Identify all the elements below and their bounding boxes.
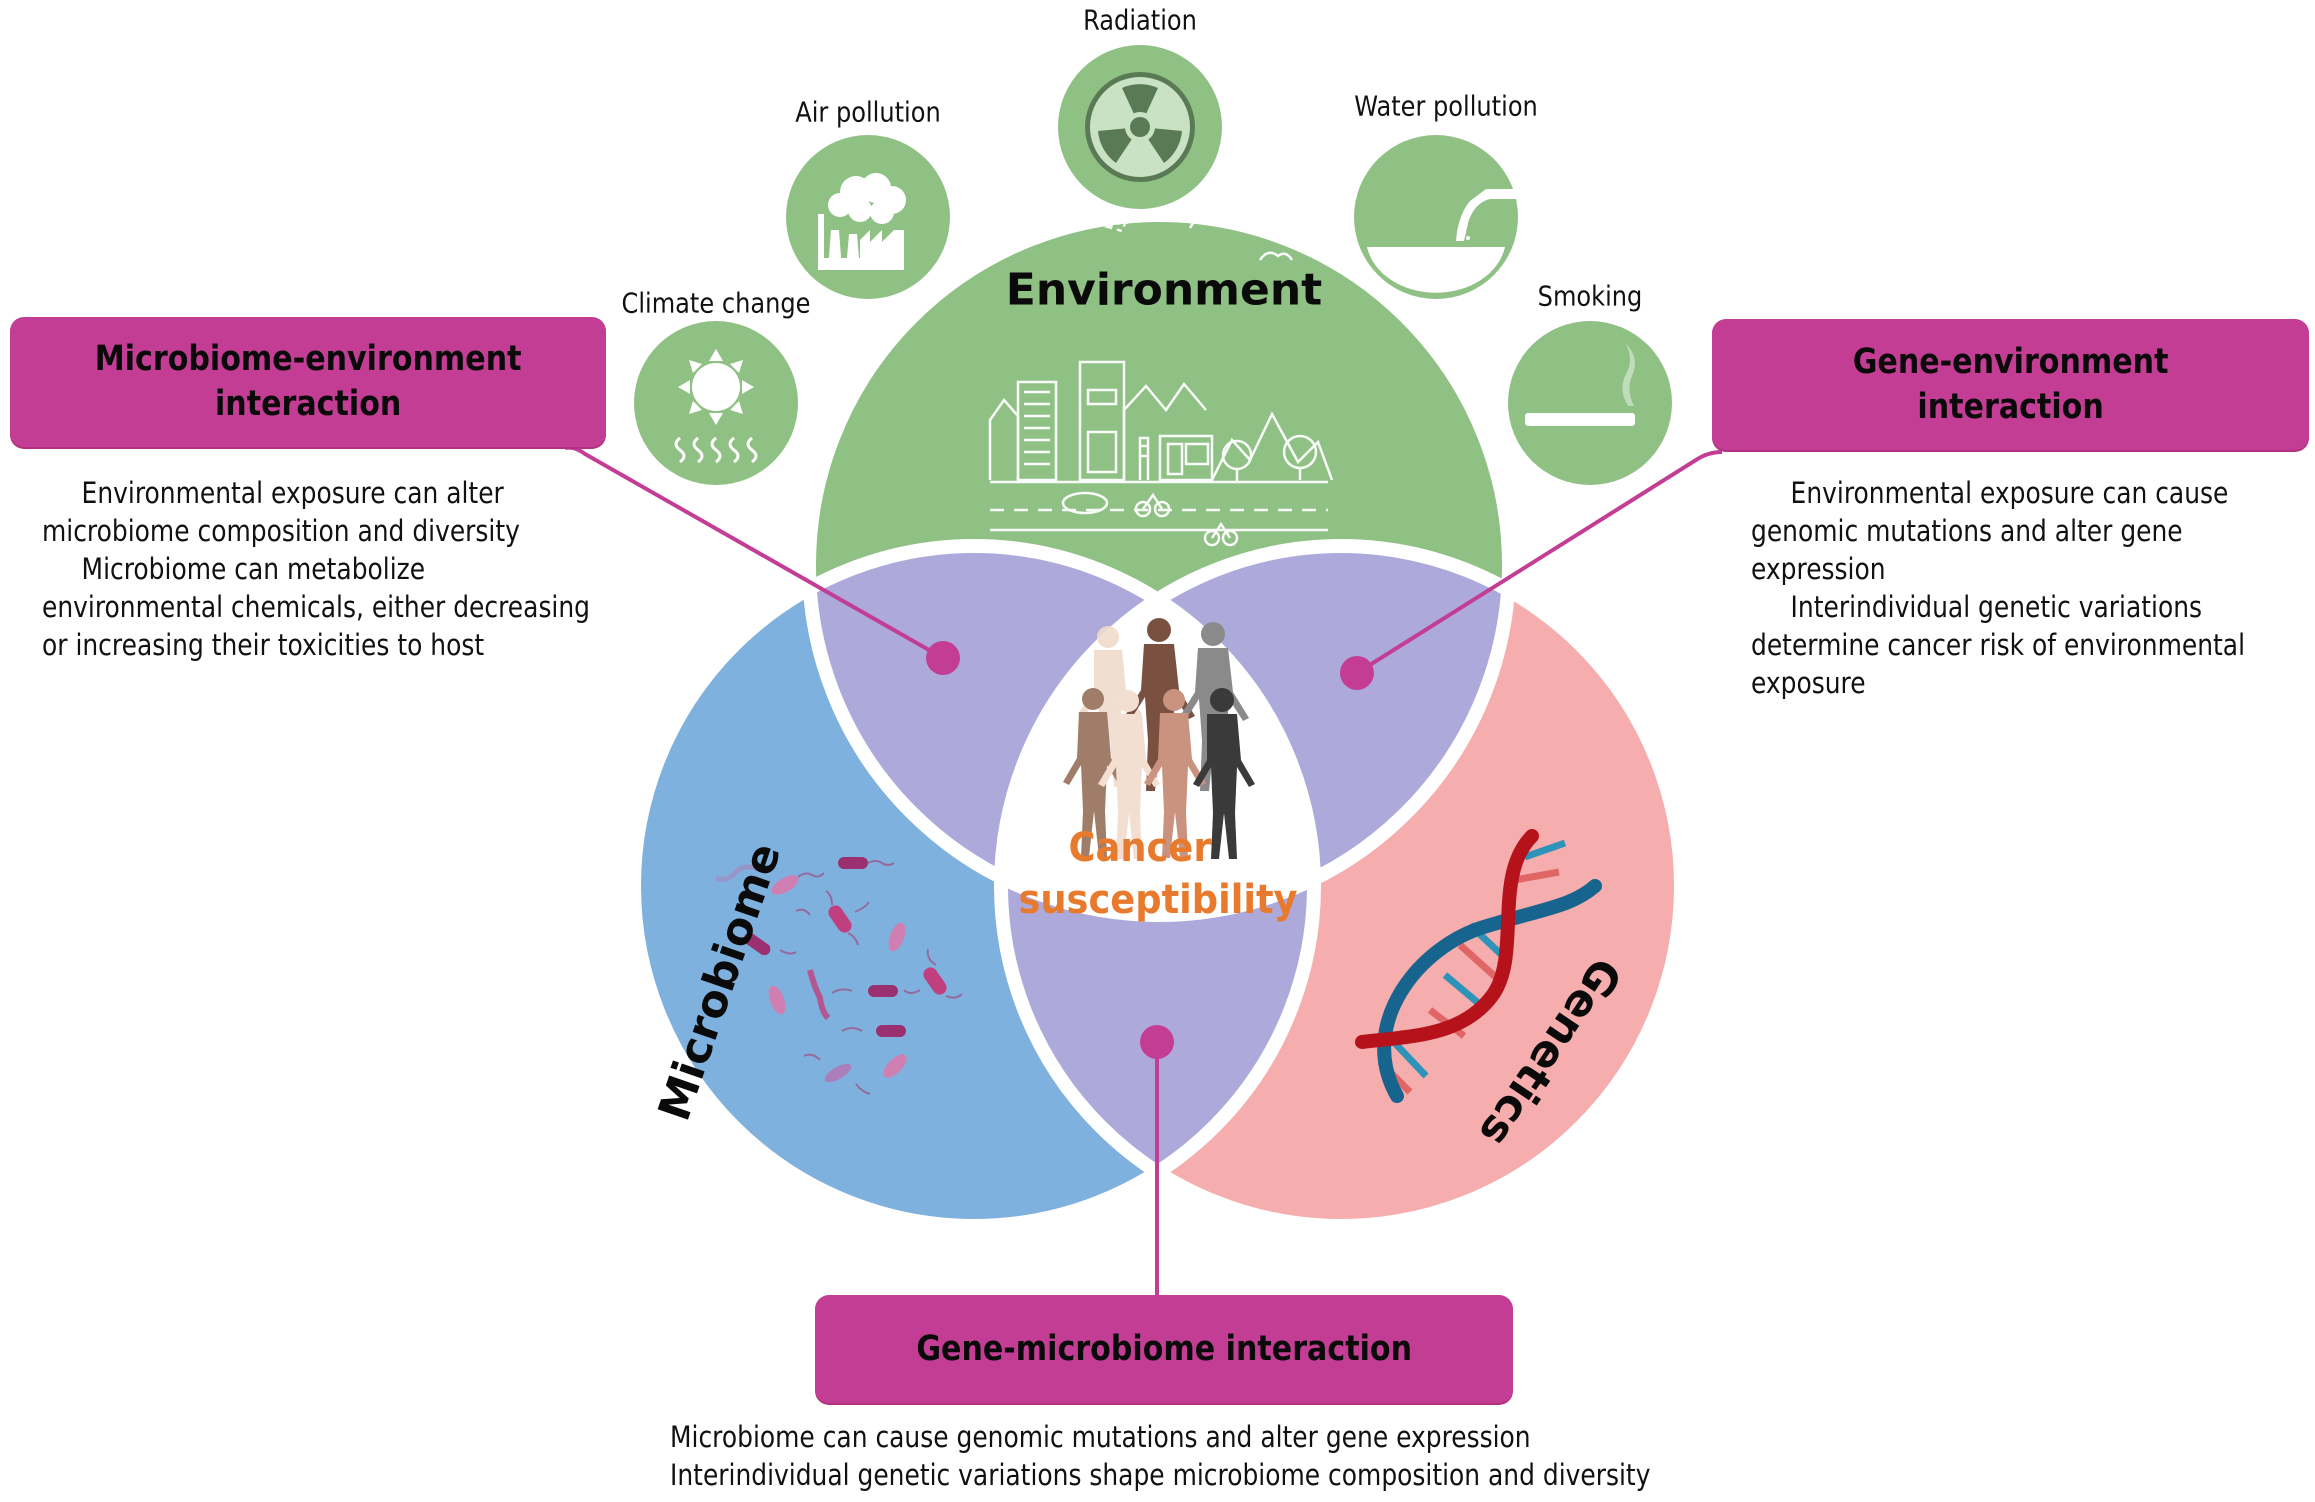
gene-environment-description: Environmental exposure can cause genomic… [1751,474,2245,702]
description-line: determine cancer risk of environmental [1751,628,2246,662]
gene-microbiome-description: Microbiome can cause genomic mutations a… [670,1418,1650,1494]
exposure-label-smoking: Smoking [1537,279,1643,313]
sun-heat-icon [634,321,798,485]
description-line: Microbiome can cause genomic mutations a… [670,1420,1531,1454]
radiation-icon [1058,45,1222,209]
microbiome-environment-title: Microbiome-environment interaction [94,339,522,424]
connector-lines [564,445,1723,1296]
gene-microbiome-box: Gene-microbiome interaction [815,1295,1513,1403]
environment-outline [802,208,1516,922]
gene-environment-dot [1340,656,1374,690]
description-line: Interindividual genetic variations shape… [670,1458,1651,1492]
exposure-label-climate-change: Climate change [621,286,811,320]
description-line: Interindividual genetic variations [1790,590,2203,624]
microbiome-environment-box: Microbiome-environment interaction [10,317,606,447]
diverse-people-icon [1063,618,1255,859]
gene-environment-connector [1355,450,1723,675]
susceptibility-label: susceptibility [1018,877,1298,923]
cancer-label: Cancer [1068,825,1212,871]
description-line: genomic mutations and alter gene [1751,514,2183,548]
gene-environment-box: Gene-environment interaction [1712,319,2309,450]
genetics-outline [994,539,1688,1233]
exposure-label-radiation: Radiation [1083,3,1197,37]
description-line: environmental chemicals, either decreasi… [42,590,591,624]
city-sketch-icon [988,214,1334,547]
description-line: expression [1751,552,1886,586]
cigarette-icon [1508,321,1672,485]
bacteria-icon [715,857,963,1095]
microbiome-environment-dot [926,641,960,675]
description-line: Environmental exposure can alter [81,476,504,510]
description-line: Environmental exposure can cause [1790,476,2229,510]
exposure-label-water-pollution: Water pollution [1354,89,1538,123]
dna-helix-icon [1355,829,1602,1103]
description-line: Microbiome can metabolize [81,552,426,586]
environment-title: Environment [1005,264,1323,316]
description-line: exposure [1751,666,1866,700]
gene-microbiome-title: Gene-microbiome interaction [916,1328,1412,1369]
factory-smoke-icon [786,135,950,299]
sewage-pipe-icon [1354,135,1518,299]
exposure-icon-circles [634,45,1672,485]
description-line: or increasing their toxicities to host [42,628,485,662]
microbiome-environment-description: Environmental exposure can alter microbi… [42,474,590,664]
microbiome-environment-connector [564,445,944,660]
gene-environment-title: Gene-environment interaction [1852,341,2169,427]
description-line: microbiome composition and diversity [42,514,520,548]
gene-microbiome-dot [1140,1025,1174,1059]
exposure-label-air-pollution: Air pollution [795,95,941,129]
